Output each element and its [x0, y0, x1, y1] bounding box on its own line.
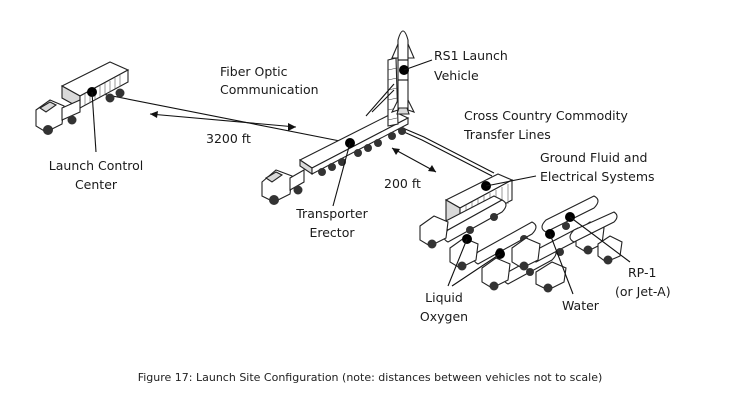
distance-arrow-200 — [391, 147, 437, 173]
ground-label-line2: Electrical Systems — [540, 169, 655, 184]
lcc-leader — [91, 91, 97, 153]
fiber-optic-line — [91, 91, 351, 144]
rs1-label-line1: RS1 Launch — [434, 48, 508, 63]
launch-control-center-truck — [35, 61, 130, 135]
lox-label-line1: Liquid — [425, 290, 463, 305]
te-label-line2: Erector — [309, 225, 355, 240]
cross-label-line1: Cross Country Commodity — [464, 108, 629, 123]
tanker-rp1-2 — [569, 211, 623, 265]
te-label-line1: Transporter — [295, 206, 368, 221]
ground-label-line1: Ground Fluid and — [540, 150, 647, 165]
rs1-leader — [403, 59, 433, 71]
tanker-trucks — [419, 195, 623, 293]
tanker-water — [511, 227, 583, 293]
rp1-leader — [569, 216, 631, 263]
cross-label-line2: Transfer Lines — [463, 127, 551, 142]
distance-arrow-3200 — [149, 111, 297, 131]
lcc-label-line1: Launch Control — [49, 158, 143, 173]
te-leader — [332, 142, 351, 207]
transfer-line-2 — [397, 125, 495, 174]
dist-200-label: 200 ft — [384, 176, 421, 191]
fiber-label-line1: Fiber Optic — [220, 64, 288, 79]
water-leader — [549, 233, 574, 295]
tanker-lox-2 — [449, 221, 537, 271]
fiber-label-line2: Communication — [220, 82, 319, 97]
water-label: Water — [562, 298, 600, 313]
lcc-label-line2: Center — [75, 177, 118, 192]
rp1-label-line1: RP-1 — [628, 265, 656, 280]
lox-label-line2: Oxygen — [420, 309, 468, 324]
tanker-lox-1 — [419, 195, 507, 249]
lox-leader-2 — [451, 253, 501, 287]
rp1-label-line2: (or Jet-A) — [615, 284, 671, 299]
gfes-leader — [485, 175, 537, 187]
rs1-label-line2: Vehicle — [434, 68, 479, 83]
lox-leader-1 — [447, 238, 468, 287]
dist-3200-label: 3200 ft — [206, 131, 251, 146]
figure-caption: Figure 17: Launch Site Configuration (no… — [138, 371, 603, 384]
